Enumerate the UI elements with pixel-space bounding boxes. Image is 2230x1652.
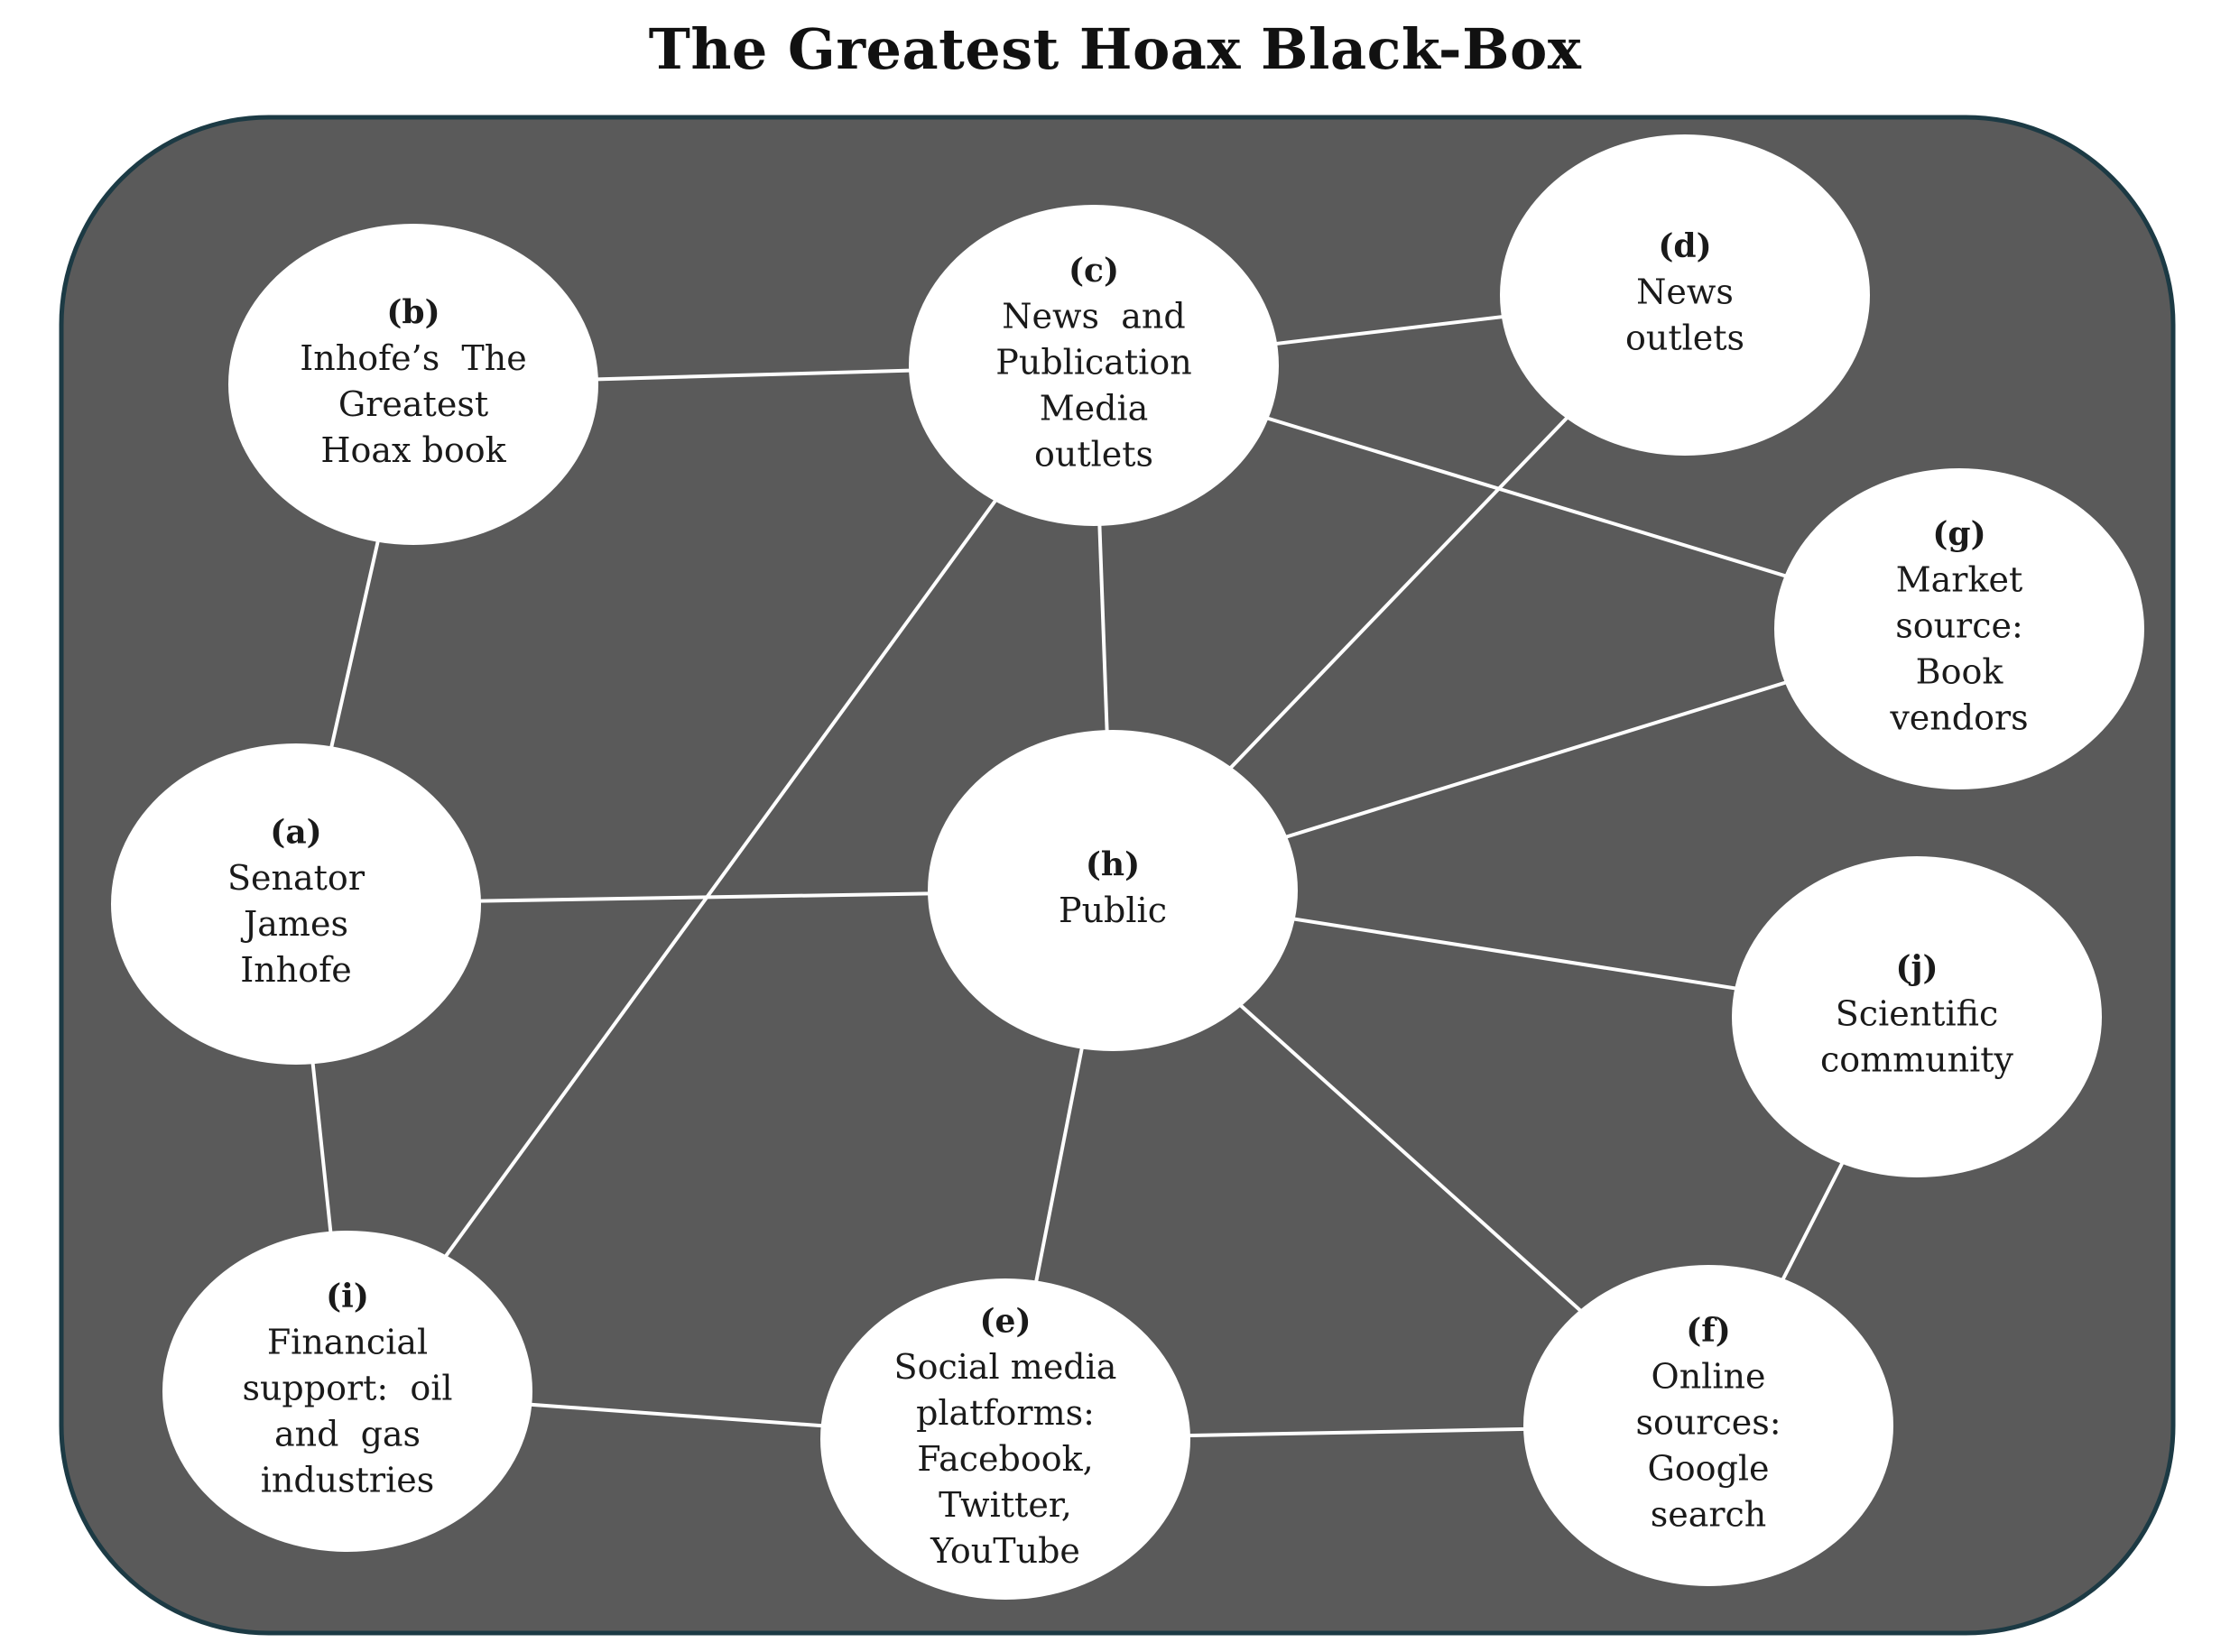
node-label-i-line-3: and gas: [274, 1415, 421, 1454]
node-letter-a: (a): [270, 814, 321, 852]
node-letter-j: (j): [1895, 949, 1938, 987]
node-d: (d) News outlets: [1500, 134, 1870, 456]
node-label-h-line-1: Public: [1059, 891, 1167, 930]
node-label-e-line-5: YouTube: [930, 1531, 1080, 1571]
node-label-c-line-3: Media: [1040, 389, 1149, 429]
node-letter-e: (e): [980, 1303, 1032, 1341]
node-label-a-line-3: Inhofe: [240, 950, 351, 990]
node-letter-g: (g): [1932, 515, 1985, 553]
node-letter-h: (h): [1086, 846, 1140, 884]
node-label-g-line-4: vendors: [1889, 698, 2028, 738]
node-label-b-line-2: Greatest: [338, 384, 488, 424]
node-label-i-line-2: support: oil: [242, 1369, 452, 1408]
node-ellipse-g: [1774, 468, 2144, 789]
node-label-d-line-1: News: [1636, 272, 1734, 312]
node-ellipse-a: [111, 743, 481, 1065]
node-letter-i: (i): [326, 1278, 369, 1315]
node-label-g-line-1: Market: [1896, 560, 2023, 600]
node-label-j-line-1: Scientific: [1836, 994, 1998, 1034]
node-label-i-line-4: industries: [261, 1461, 435, 1500]
node-label-b-line-3: Hoax book: [320, 430, 506, 470]
node-ellipse-j: [1732, 856, 2102, 1177]
node-letter-f: (f): [1686, 1312, 1731, 1350]
node-label-b-line-1: Inhofe’s The: [300, 338, 526, 378]
node-ellipse-d: [1500, 134, 1870, 456]
node-label-f-line-4: search: [1651, 1495, 1767, 1535]
node-e: (e) Social media platforms: Facebook, Twitte…: [820, 1278, 1190, 1600]
node-letter-c: (c): [1069, 252, 1119, 290]
node-ellipse-e: [820, 1278, 1190, 1600]
node-label-a-line-1: Senator: [227, 858, 365, 898]
node-label-a-line-2: James: [240, 904, 348, 944]
node-label-j-line-2: community: [1820, 1040, 2014, 1080]
node-ellipse-h: [928, 730, 1298, 1051]
node-label-c-line-1: News and: [1002, 297, 1185, 337]
node-label-f-line-1: Online: [1652, 1357, 1766, 1397]
node-label-e-line-2: platforms:: [916, 1393, 1095, 1433]
node-h: (h) Public: [928, 730, 1298, 1051]
node-letter-b: (b): [386, 294, 440, 332]
node-ellipse-f: [1523, 1265, 1893, 1586]
edge-c-i: [346, 364, 1096, 1393]
node-label-g-line-2: source:: [1895, 606, 2023, 646]
node-ellipse-i: [162, 1231, 532, 1552]
node-label-e-line-3: Facebook,: [917, 1439, 1093, 1479]
node-letter-d: (d): [1658, 227, 1711, 265]
diagram-title: The Greatest Hoax Black-Box: [648, 16, 1582, 82]
node-i: (i) Financial support: oil and gas industrie…: [162, 1231, 532, 1552]
node-f: (f) Online sources: Google search: [1523, 1265, 1893, 1586]
node-label-e-line-4: Twitter,: [939, 1485, 1072, 1525]
node-label-g-line-3: Book: [1916, 652, 2004, 692]
node-label-c-line-4: outlets: [1034, 435, 1153, 475]
node-j: (j) Scientific community: [1732, 856, 2102, 1177]
node-label-e-line-1: Social media: [894, 1347, 1117, 1387]
node-label-d-line-2: outlets: [1625, 318, 1744, 358]
node-ellipse-c: [909, 205, 1279, 526]
node-label-f-line-2: sources:: [1635, 1403, 1781, 1443]
node-label-i-line-1: Financial: [267, 1323, 428, 1362]
node-ellipse-b: [228, 224, 598, 545]
node-label-c-line-2: Publication: [995, 343, 1191, 383]
node-label-f-line-3: Google: [1647, 1449, 1769, 1489]
node-g: (g) Market source: Book vendors: [1774, 468, 2144, 789]
